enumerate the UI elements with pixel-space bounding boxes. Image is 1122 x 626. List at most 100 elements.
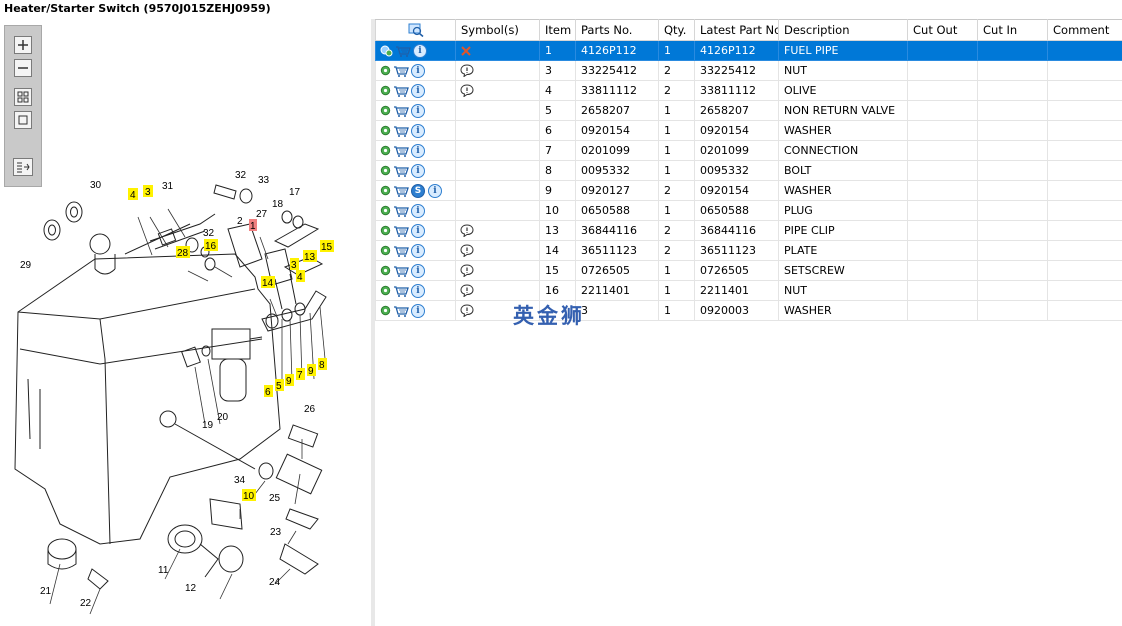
- svg-text:4: 4: [297, 272, 303, 283]
- info-icon[interactable]: i: [411, 283, 425, 298]
- gear-icon[interactable]: [380, 65, 391, 76]
- column-header-cut-in[interactable]: Cut In: [977, 19, 1048, 41]
- gear-icon[interactable]: [380, 125, 391, 136]
- fit-all-button[interactable]: [14, 88, 32, 106]
- cart-icon[interactable]: [393, 65, 409, 77]
- cart-icon[interactable]: [393, 165, 409, 177]
- gear-icon[interactable]: [380, 205, 391, 216]
- info-icon[interactable]: i: [428, 183, 442, 198]
- svg-text:9: 9: [308, 366, 314, 377]
- column-header-qty[interactable]: Qty.: [658, 19, 695, 41]
- svg-text:9: 9: [286, 376, 292, 387]
- exploded-diagram-panel[interactable]: 30 29 31 32 33 17 2 27 18 32 19 20 26 34…: [0, 19, 372, 626]
- info-icon[interactable]: i: [411, 303, 425, 318]
- info-icon[interactable]: i: [411, 83, 425, 98]
- gear-icon[interactable]: [380, 225, 391, 236]
- column-header-item[interactable]: Item: [539, 19, 576, 41]
- info-icon[interactable]: i: [411, 243, 425, 258]
- info-icon[interactable]: i: [413, 43, 427, 58]
- info-icon[interactable]: i: [411, 163, 425, 178]
- note-bubble-icon[interactable]: [460, 224, 474, 238]
- cut-out-cell: [907, 300, 978, 321]
- cart-icon[interactable]: [395, 45, 411, 57]
- splitter[interactable]: [371, 19, 375, 626]
- cart-icon[interactable]: [393, 185, 409, 197]
- column-header-tools[interactable]: [375, 19, 456, 41]
- column-header-symbols[interactable]: Symbol(s): [455, 19, 540, 41]
- qty-cell: 1: [658, 120, 695, 141]
- gear-icon[interactable]: [380, 285, 391, 296]
- parts-no-cell: 33811112: [575, 80, 659, 101]
- cut-in-cell: [977, 300, 1048, 321]
- svg-text:13: 13: [304, 252, 316, 263]
- column-header-parts-no[interactable]: Parts No.: [575, 19, 659, 41]
- cart-icon[interactable]: [393, 245, 409, 257]
- info-icon[interactable]: i: [411, 263, 425, 278]
- row-actions: i: [375, 200, 456, 221]
- note-bubble-icon[interactable]: [460, 264, 474, 278]
- gear-icon[interactable]: [380, 245, 391, 256]
- delete-x-icon[interactable]: [460, 45, 472, 57]
- info-icon[interactable]: i: [411, 63, 425, 78]
- column-header-cut-out[interactable]: Cut Out: [907, 19, 978, 41]
- note-bubble-icon[interactable]: [460, 284, 474, 298]
- gear-icon[interactable]: [380, 165, 391, 176]
- svg-text:17: 17: [289, 187, 301, 198]
- gear-icon[interactable]: [380, 105, 391, 116]
- cart-icon[interactable]: [393, 305, 409, 317]
- zoom-in-button[interactable]: [14, 36, 32, 54]
- column-header-latest-part-no[interactable]: Latest Part No.: [694, 19, 779, 41]
- note-bubble-icon[interactable]: [460, 244, 474, 258]
- cart-icon[interactable]: [393, 85, 409, 97]
- note-bubble-icon[interactable]: [460, 84, 474, 98]
- cart-icon[interactable]: [393, 265, 409, 277]
- locate-gear-icon[interactable]: [380, 45, 393, 57]
- gear-icon[interactable]: [380, 265, 391, 276]
- note-bubble-icon[interactable]: [460, 64, 474, 78]
- cart-icon[interactable]: [393, 205, 409, 217]
- row-actions: i: [375, 80, 456, 101]
- svg-text:3: 3: [145, 187, 151, 198]
- cart-icon[interactable]: [393, 105, 409, 117]
- column-header-comment[interactable]: Comment: [1047, 19, 1122, 41]
- info-icon[interactable]: i: [411, 143, 425, 158]
- info-icon[interactable]: i: [411, 203, 425, 218]
- column-header-description[interactable]: Description: [778, 19, 908, 41]
- info-icon[interactable]: i: [411, 223, 425, 238]
- cart-icon[interactable]: [393, 225, 409, 237]
- exploded-diagram[interactable]: 30 29 31 32 33 17 2 27 18 32 19 20 26 34…: [0, 19, 371, 626]
- cart-icon[interactable]: [393, 125, 409, 137]
- cart-icon[interactable]: [393, 145, 409, 157]
- cut-in-cell: [977, 140, 1048, 161]
- symbols-cell: [455, 280, 540, 301]
- actual-size-button[interactable]: [14, 111, 32, 129]
- info-icon[interactable]: i: [411, 103, 425, 118]
- qty-cell: 1: [658, 300, 695, 321]
- list-view-button[interactable]: [13, 158, 33, 176]
- gear-icon[interactable]: [380, 85, 391, 96]
- note-bubble-icon[interactable]: [460, 304, 474, 318]
- comment-cell: [1047, 40, 1122, 61]
- comment-cell: [1047, 120, 1122, 141]
- cart-icon[interactable]: [393, 285, 409, 297]
- zoom-out-button[interactable]: [14, 59, 32, 77]
- gear-icon[interactable]: [380, 145, 391, 156]
- gear-icon[interactable]: [380, 185, 391, 196]
- gear-icon[interactable]: [380, 305, 391, 316]
- supersession-icon[interactable]: S: [411, 183, 425, 198]
- info-icon[interactable]: i: [411, 123, 425, 138]
